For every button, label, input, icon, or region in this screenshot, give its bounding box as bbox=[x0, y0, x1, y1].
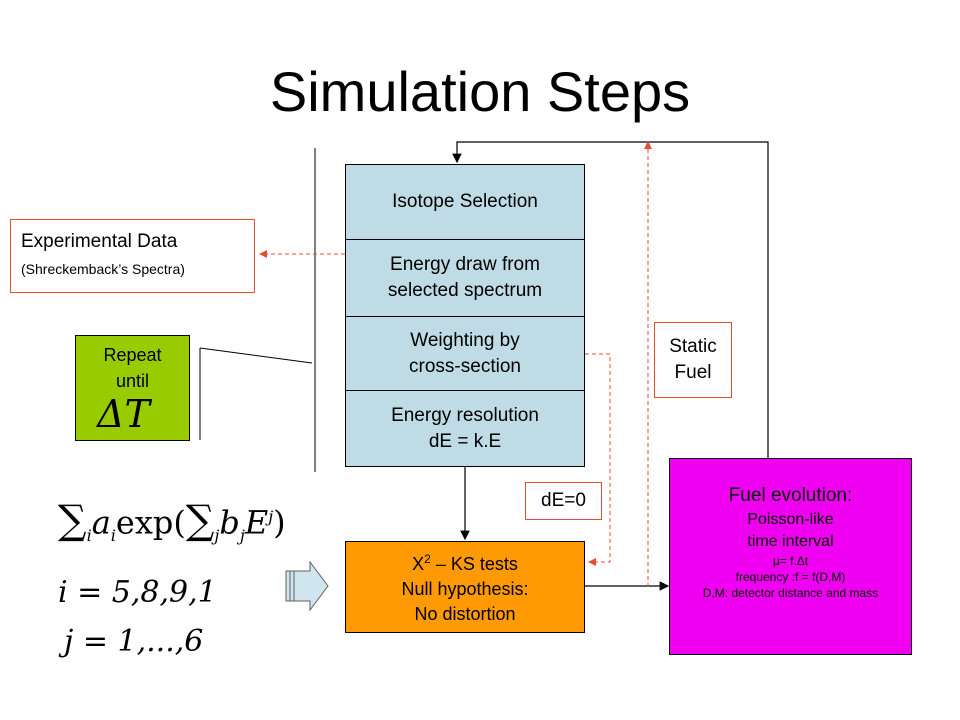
no-distortion-label: No distortion bbox=[414, 604, 516, 624]
coef-a: a bbox=[91, 503, 111, 542]
close-paren: ) bbox=[273, 503, 286, 542]
de-zero-box: dE=0 bbox=[525, 482, 602, 520]
delta-t-symbol: ΔT bbox=[97, 392, 150, 436]
energy-exponent: j bbox=[268, 507, 274, 526]
isotope-selection-label: Isotope Selection bbox=[392, 191, 538, 212]
chi-exponent: 2 bbox=[424, 552, 431, 566]
resolution-label-2: dE = k.E bbox=[428, 430, 502, 452]
weighting-label-2: cross-section bbox=[409, 355, 521, 377]
null-hypothesis-label: Null hypothesis: bbox=[401, 579, 529, 599]
fit-formula: ∑iaiexp(∑jbjEj) bbox=[58, 495, 286, 558]
energy-draw-box: Energy draw from selected spectrum bbox=[345, 239, 585, 317]
until-label: until bbox=[115, 371, 150, 391]
energy-draw-label-2: selected spectrum bbox=[387, 280, 543, 301]
weighting-box: Weighting by cross-section bbox=[345, 316, 585, 391]
sum-index-i: i bbox=[86, 526, 92, 546]
coef-a-index: i bbox=[110, 526, 116, 546]
frequency-formula: frequency :f = f(D,M) bbox=[735, 570, 846, 584]
coef-b: b bbox=[219, 503, 240, 542]
fuel-evolution-box: Fuel evolution: Poisson-like time interv… bbox=[669, 458, 912, 655]
mu-formula: μ= f.Δt bbox=[772, 554, 809, 568]
isotope-selection-box: Isotope Selection bbox=[345, 164, 585, 240]
repeat-connector-line bbox=[199, 347, 313, 364]
poisson-label: Poisson-like bbox=[747, 511, 834, 528]
repeat-label: Repeat bbox=[103, 345, 162, 365]
exp-function: exp( bbox=[115, 503, 186, 542]
fuel-label: Fuel bbox=[674, 362, 712, 383]
sum-symbol-2: ∑ bbox=[185, 497, 215, 544]
de-zero-arrow bbox=[585, 353, 611, 566]
page-title: Simulation Steps bbox=[269, 60, 691, 123]
energy-resolution-box: Energy resolution dE = k.E bbox=[345, 390, 585, 467]
ks-tests-line-1: X2 – KS tests bbox=[412, 547, 518, 577]
i-values: i = 5,8,9,1 bbox=[58, 575, 217, 610]
j-values: j = 1,...,6 bbox=[64, 624, 204, 659]
energy-draw-label-1: Energy draw from bbox=[390, 254, 540, 275]
coef-b-index: j bbox=[239, 526, 245, 546]
sum-index-j: j bbox=[214, 526, 220, 546]
ks-tests-label: – KS tests bbox=[430, 554, 518, 574]
chi-label: X bbox=[412, 554, 425, 574]
time-interval-label: time interval bbox=[747, 533, 834, 550]
static-label: Static bbox=[669, 336, 717, 357]
sum-symbol-1: ∑ bbox=[58, 497, 87, 544]
de-zero-label: dE=0 bbox=[541, 490, 586, 511]
repeat-until-box: Repeat until ΔT bbox=[75, 335, 190, 441]
weighting-label-1: Weighting by bbox=[410, 329, 520, 351]
static-fuel-box: Static Fuel bbox=[654, 322, 732, 398]
ks-tests-box: X2 – KS tests Null hypothesis: No distor… bbox=[345, 541, 585, 633]
experimental-data-title: Experimental Data bbox=[21, 231, 178, 252]
fuel-evolution-title: Fuel evolution: bbox=[728, 485, 853, 506]
energy-variable: E bbox=[244, 503, 269, 542]
dm-definition: D,M: detector distance and mass bbox=[702, 586, 879, 600]
big-right-arrow bbox=[285, 560, 329, 612]
resolution-label-1: Energy resolution bbox=[391, 404, 539, 426]
experimental-data-source: (Shreckemback’s Spectra) bbox=[21, 261, 185, 277]
feedback-loop-arrow bbox=[452, 141, 769, 458]
experimental-data-box: Experimental Data (Shreckemback’s Spectr… bbox=[10, 219, 255, 293]
